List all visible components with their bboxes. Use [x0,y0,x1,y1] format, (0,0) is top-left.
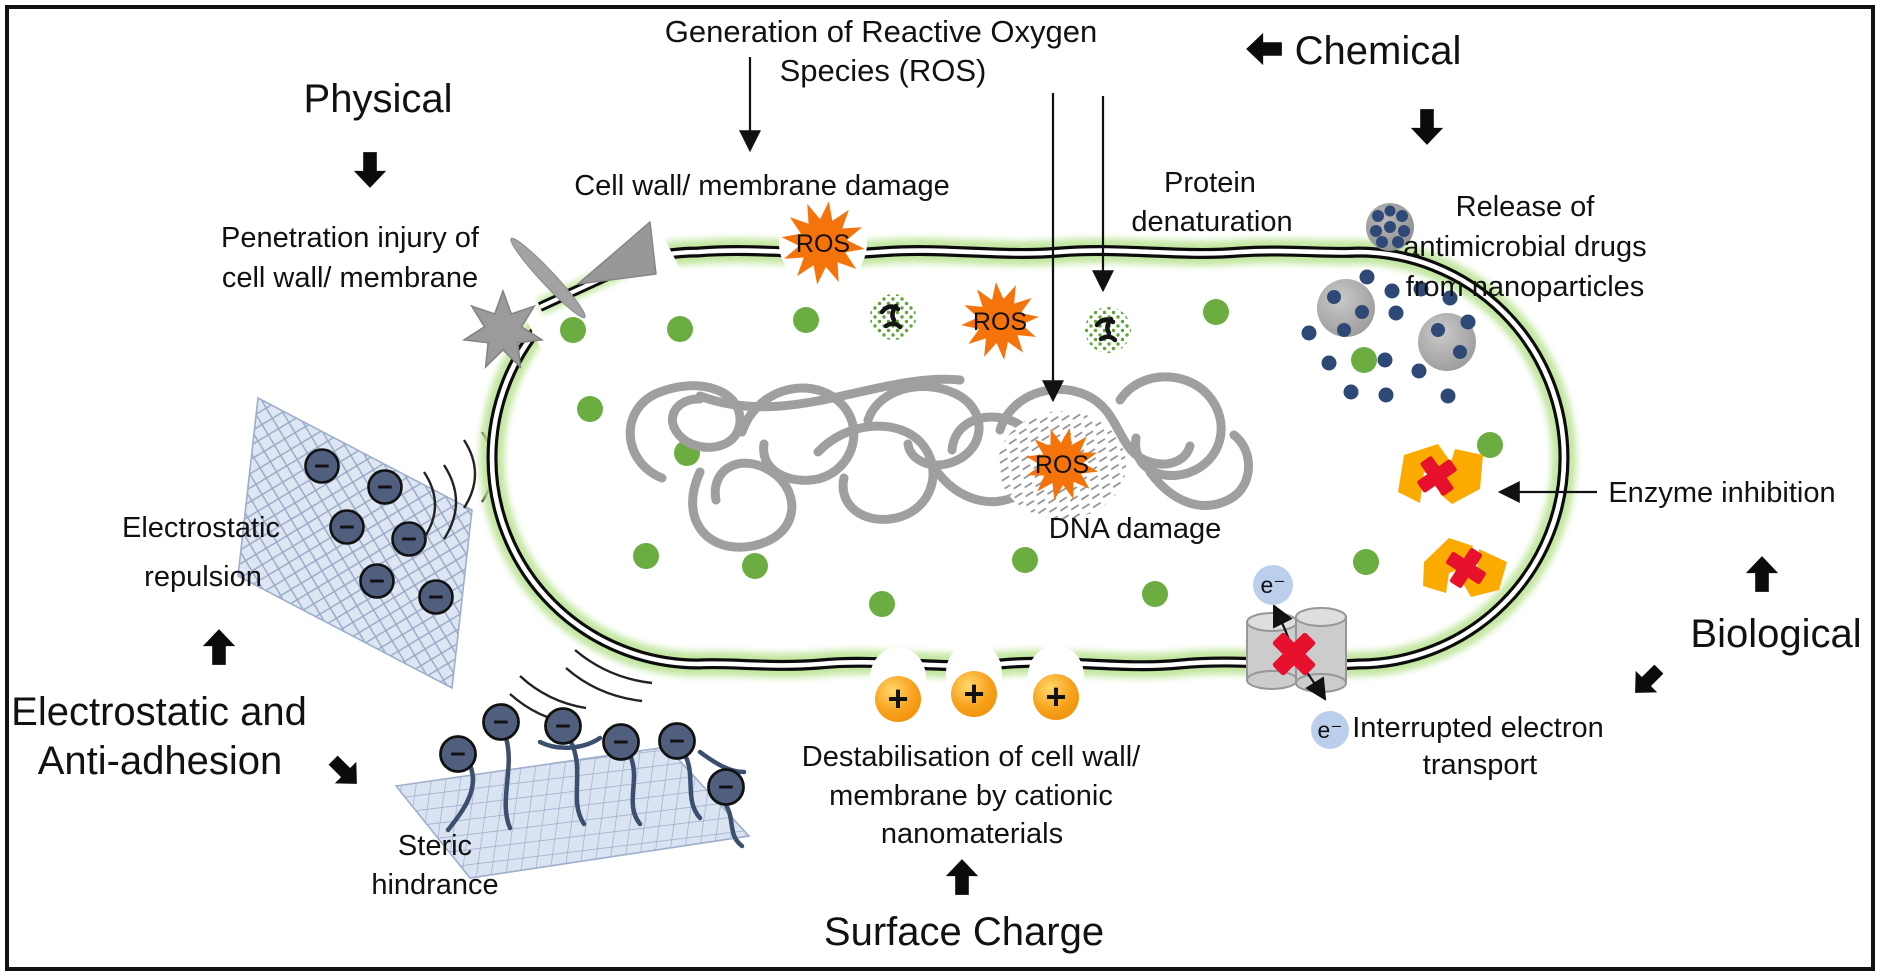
label-destabilisation-line2: membrane by cationic [829,780,1113,812]
category-electrostatic-line1: Electrostatic and [11,690,307,734]
annotation-arrows [739,57,1597,503]
electron-badge: e⁻ [1253,565,1293,605]
nano-needle-icon [510,237,586,319]
label-cell-wall-damage: Cell wall/ membrane damage [574,170,950,202]
label-electron-line1: Interrupted electron [1352,712,1603,744]
category-electrostatic-line2: Anti-adhesion [38,739,283,783]
label-repulsion-line2: repulsion [144,561,262,593]
minus-sign: − [401,524,417,554]
labels: Generation of Reactive Oxygen Species (R… [11,14,1861,954]
minus-sign: − [718,772,734,802]
minus-sign: − [669,726,685,756]
minus-particle: − [359,563,395,599]
steric-particles: − − − − − − [439,703,745,806]
inhibited-enzyme [1398,444,1483,504]
minus-sign: − [450,739,466,769]
ros-label: ROS [1035,451,1089,479]
minus-particle: − [304,448,340,484]
nanoparticle-on-membrane [1366,203,1414,251]
nanoparticles-releasing-drugs [1301,269,1476,404]
minus-particle: − [367,469,403,505]
label-release-line3: from nanoparticles [1406,271,1645,303]
label-release-line1: Release of [1456,191,1596,223]
minus-particle: − [482,703,520,741]
electrostatic-mesh [237,396,473,690]
ros-label: ROS [973,308,1027,336]
minus-particle: − [418,579,454,615]
label-steric-line1: Steric [398,830,472,862]
electron-badge: e⁻ [1311,711,1349,749]
label-enzyme-inhibition: Enzyme inhibition [1608,477,1835,509]
cation-sphere: + [951,671,997,717]
category-biological: Biological [1690,612,1861,656]
minus-sign: − [377,472,393,502]
polymer-chains [445,732,747,849]
membrane-penetration-site [463,221,684,368]
dna-coil [625,372,1253,552]
plus-sign: + [963,673,984,714]
title-line1: Generation of Reactive Oxygen [665,14,1098,49]
label-release-line2: antimicrobial drugs [1403,231,1646,263]
ros-burst-membrane: ROS [775,195,871,291]
minus-particle: − [544,707,582,745]
title-line2: Species (ROS) [780,53,987,88]
label-steric-line2: hindrance [371,869,498,901]
blocked-transporter [1246,604,1347,701]
drug-dots-in-particle [1370,205,1410,248]
inhibited-enzyme [1423,538,1507,597]
minus-particle: − [602,723,640,761]
category-chemical: Chemical [1295,29,1462,73]
label-penetration-line2: cell wall/ membrane [222,262,478,294]
minus-particle: − [439,735,477,773]
cation-sphere: + [875,676,921,722]
electrostatic-mesh-particles: − − − − − − [304,448,454,615]
plus-sign: + [1045,676,1066,717]
bacterial-cell-membrane [479,238,1577,679]
label-dna-damage: DNA damage [1049,513,1222,545]
electron-label: e⁻ [1261,572,1286,598]
ros-label: ROS [796,230,850,258]
minus-particle: − [658,722,696,760]
minus-particle: − [707,768,745,806]
minus-particle: − [329,509,365,545]
dna-damage-site: ROS [998,411,1126,519]
nano-cone-icon [577,221,657,285]
minus-sign: − [314,451,330,481]
minus-sign: − [339,512,355,542]
category-surface-charge: Surface Charge [824,910,1104,954]
ros-burst-cytoplasm: ROS [957,278,1043,364]
label-destabilisation-line1: Destabilisation of cell wall/ [802,741,1141,773]
minus-sign: − [555,711,571,741]
minus-sign: − [613,727,629,757]
electron-label: e⁻ [1318,717,1343,743]
minus-particle: − [391,521,427,557]
label-protein-line1: Protein [1164,167,1256,199]
label-protein-line2: denaturation [1131,206,1292,238]
plus-sign: + [887,678,908,719]
minus-sign: − [369,566,385,596]
label-penetration-line1: Penetration injury of [221,222,480,254]
denatured-protein [870,294,916,340]
denatured-protein [1085,307,1131,353]
label-destabilisation-line3: nanomaterials [881,818,1063,850]
minus-sign: − [493,707,509,737]
label-electron-line2: transport [1423,749,1537,781]
cationic-nanoparticles: + + + [870,642,1084,722]
minus-sign: − [428,582,444,612]
cation-sphere: + [1033,674,1079,720]
label-repulsion-line1: Electrostatic [122,512,280,544]
category-physical: Physical [304,77,453,121]
